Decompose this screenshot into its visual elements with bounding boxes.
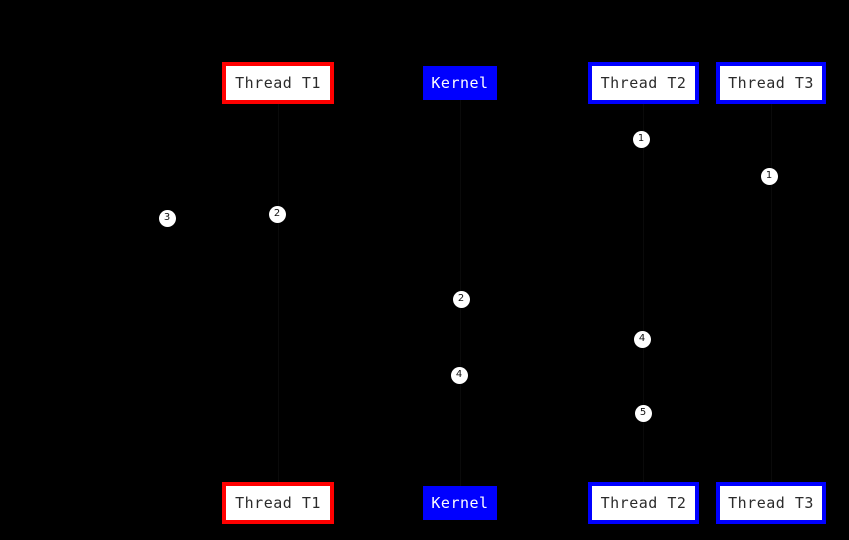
participant-top-t2[interactable]: Thread T2 [588,62,699,104]
step-badge-2: 2 [268,205,286,223]
participant-bottom-kernel[interactable]: Kernel [423,486,497,520]
participant-bottom-t3[interactable]: Thread T3 [716,482,826,524]
lifeline-t1 [278,104,279,482]
step-badge-3: 3 [158,209,176,227]
lifeline-t3 [771,104,772,482]
participant-top-t3[interactable]: Thread T3 [716,62,826,104]
step-badge-4: 4 [450,366,468,384]
step-badge-1: 1 [760,167,778,185]
step-badge-1: 1 [632,130,650,148]
participant-bottom-t2[interactable]: Thread T2 [588,482,699,524]
participant-top-t1[interactable]: Thread T1 [222,62,334,104]
step-badge-2: 2 [452,290,470,308]
participant-top-kernel[interactable]: Kernel [423,66,497,100]
step-badge-4: 4 [633,330,651,348]
participant-bottom-t1[interactable]: Thread T1 [222,482,334,524]
lifeline-t2 [643,104,644,482]
step-badge-5: 5 [634,404,652,422]
